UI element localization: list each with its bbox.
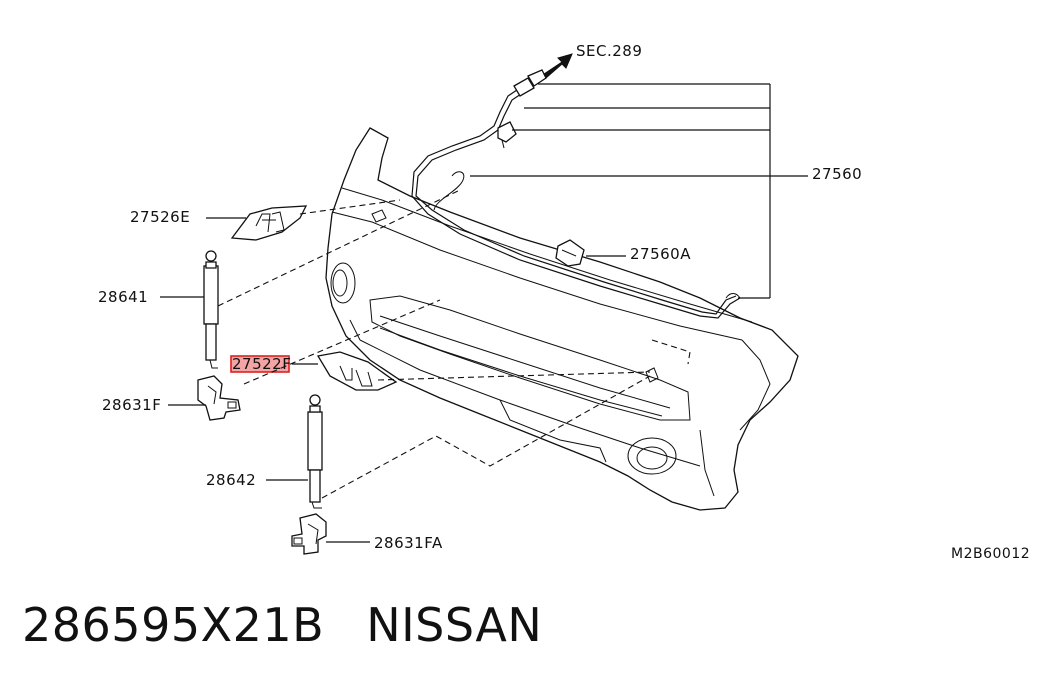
clip-27560a [555, 239, 626, 267]
installation-dashed-lines [217, 189, 691, 499]
strut-28641 [160, 250, 219, 369]
figure-code: M2B60012 [951, 546, 1030, 562]
bracket-27526e [206, 205, 308, 241]
washer-connector [513, 69, 547, 97]
hinge-28631fa [291, 513, 370, 555]
callout-27560[interactable]: 27560 [812, 165, 862, 183]
hose-clip [497, 121, 517, 149]
callout-highlight [230, 355, 290, 373]
bracket-27522f [292, 351, 398, 391]
section-reference[interactable]: SEC.289 [576, 42, 642, 60]
callout-28631f[interactable]: 28631F [102, 396, 161, 414]
leader-27560 [470, 83, 808, 299]
front-bumper-fascia [325, 127, 799, 511]
callout-27526e[interactable]: 27526E [130, 208, 190, 226]
hinge-28631f [168, 375, 241, 421]
callout-27560a[interactable]: 27560A [630, 245, 691, 263]
callout-28631fa[interactable]: 28631FA [374, 534, 443, 552]
part-number: 286595X21B [22, 598, 325, 652]
section-arrow [543, 53, 573, 79]
strut-28642 [266, 394, 323, 509]
callout-28642[interactable]: 28642 [206, 471, 256, 489]
callout-28641[interactable]: 28641 [98, 288, 148, 306]
parts-diagram: SEC.289 27560 27560A 27526E 28641 [98, 42, 1030, 562]
callout-27522f[interactable]: 27522F [232, 355, 291, 373]
part-caption: 286595X21B NISSAN [22, 598, 542, 652]
brand-name: NISSAN [366, 598, 543, 652]
